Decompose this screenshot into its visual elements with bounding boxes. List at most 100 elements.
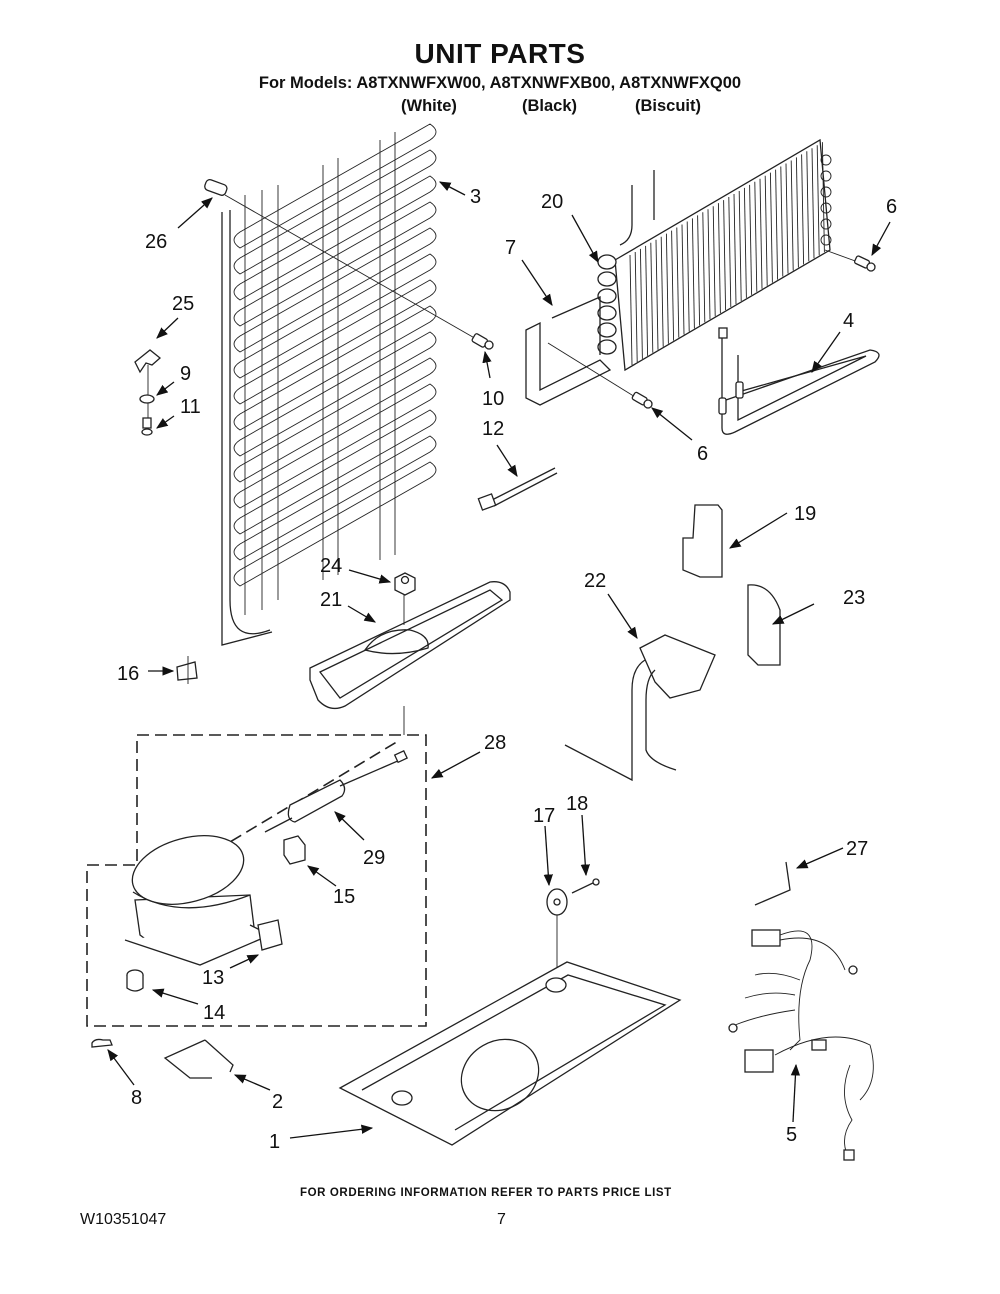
callout-16: 16	[117, 663, 139, 685]
condenser-tube-loop	[233, 383, 437, 509]
evaporator-fin	[676, 227, 680, 338]
evaporator-return-bend	[820, 234, 832, 246]
evaporator-return-bend	[597, 254, 617, 270]
callout-6-lower: 6	[697, 443, 708, 465]
foam-block-19	[682, 504, 723, 578]
bracket-25	[134, 349, 162, 420]
evaporator-return-bend	[597, 305, 617, 321]
evaporator-fin	[816, 145, 820, 256]
evaporator-return-bend	[597, 322, 617, 338]
evaporator-coil	[597, 138, 832, 372]
evaporator-return-bend	[820, 170, 832, 182]
evaporator-fin	[780, 166, 784, 277]
evaporator-fin	[764, 175, 768, 286]
callout-25: 25	[172, 293, 194, 315]
callout-17: 17	[533, 805, 555, 827]
evaporator-fin	[759, 178, 763, 289]
evaporator-fin	[821, 142, 825, 253]
roller-17	[546, 888, 568, 968]
evaporator-fin	[790, 160, 794, 271]
evaporator-return-bend	[597, 288, 617, 304]
condenser-tube-loop	[233, 253, 437, 379]
plug-26	[204, 179, 228, 196]
drain-tube-22	[564, 634, 716, 782]
wire-clip-2	[163, 1039, 234, 1079]
evaporator-fin	[639, 248, 643, 359]
callout-numbers: 26 3 20 7 6 4 6 10 25 9 11 12 19 23 22 2…	[117, 186, 897, 1153]
evaporator-fin	[691, 218, 695, 329]
evaporator-fin	[645, 245, 649, 356]
screw-18	[571, 878, 600, 894]
callout-13: 13	[202, 967, 224, 989]
evaporator-fin	[749, 184, 753, 295]
evaporator-return-bend	[820, 202, 832, 214]
evaporator-fin	[707, 209, 711, 320]
callout-11: 11	[180, 396, 201, 418]
condenser-tube-loop	[233, 201, 437, 327]
condenser-coil	[221, 123, 479, 646]
evaporator-fin	[717, 203, 721, 314]
evaporator-fin	[733, 193, 737, 305]
evaporator-fin	[769, 172, 773, 283]
callout-23: 23	[843, 587, 865, 609]
evaporator-fin	[795, 157, 799, 268]
washer-9	[139, 394, 155, 404]
condenser-tube-loop	[233, 409, 437, 535]
condenser-tube-loop	[233, 305, 437, 431]
evaporator-fin	[801, 154, 805, 265]
tube-27	[754, 861, 791, 906]
evaporator-return-bend	[597, 339, 617, 355]
document-number: W10351047	[80, 1211, 167, 1228]
evaporator-fin	[723, 200, 727, 311]
callout-20: 20	[541, 191, 563, 213]
evaporator-fin	[660, 236, 664, 347]
clip-8	[91, 1038, 113, 1048]
page-title: UNIT PARTS	[414, 38, 586, 69]
color-label-black: (Black)	[522, 97, 578, 115]
wire-harness-5	[728, 929, 874, 1161]
callout-10: 10	[482, 388, 504, 410]
drain-pan-21	[309, 581, 511, 735]
evaporator-fin	[686, 221, 690, 332]
ordering-note: FOR ORDERING INFORMATION REFER TO PARTS …	[300, 1187, 672, 1199]
screw-6-upper	[824, 249, 876, 272]
evaporator-fin	[743, 187, 747, 298]
evaporator-fin	[629, 254, 633, 366]
clip-16	[176, 656, 198, 684]
defrost-heater-4	[718, 327, 880, 435]
callout-24: 24	[320, 555, 342, 577]
color-label-white: (White)	[401, 97, 457, 115]
overload-15	[283, 835, 306, 865]
color-label-biscuit: (Biscuit)	[635, 97, 701, 115]
evaporator-fin	[728, 197, 732, 308]
evaporator-fin	[712, 206, 716, 317]
evaporator-fin	[702, 212, 706, 323]
evaporator-fin	[806, 151, 810, 262]
callout-26: 26	[145, 231, 167, 253]
page-number: 7	[497, 1211, 506, 1228]
evaporator-fin	[754, 181, 758, 292]
condenser-tube-loop	[233, 279, 437, 405]
base-plate-1	[338, 961, 682, 1146]
callout-19: 19	[794, 503, 816, 525]
callout-18: 18	[566, 793, 588, 815]
grommet-14	[126, 969, 144, 992]
evaporator-fin	[665, 233, 669, 344]
screw-6-lower	[631, 391, 653, 409]
callout-3: 3	[470, 186, 481, 208]
callout-12: 12	[482, 418, 504, 440]
callout-2: 2	[272, 1091, 283, 1113]
compressor-assembly-boundary	[86, 734, 427, 1027]
evaporator-fin	[671, 230, 675, 341]
evaporator-fin	[634, 251, 638, 362]
callout-27: 27	[846, 838, 868, 860]
evaporator-fin	[785, 163, 789, 274]
callout-22: 22	[584, 570, 606, 592]
callout-4: 4	[843, 310, 854, 332]
evaporator-fin	[775, 169, 779, 280]
condenser-tube-loop	[233, 175, 437, 301]
callout-1: 1	[269, 1131, 280, 1153]
callout-15: 15	[333, 886, 355, 908]
callout-7: 7	[505, 237, 516, 259]
